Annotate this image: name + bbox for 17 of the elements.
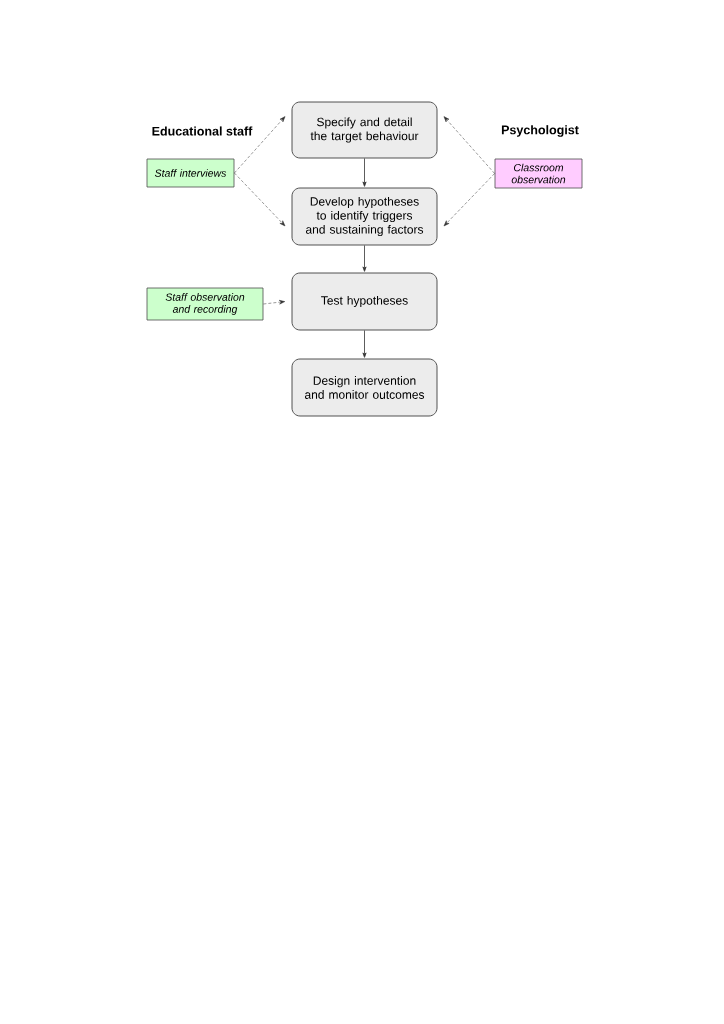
arrow xyxy=(362,158,367,187)
arrow xyxy=(443,173,495,227)
role-heading: Psychologist xyxy=(501,125,579,137)
arrow xyxy=(443,116,495,174)
process-box: Develop hypotheses to identify triggers and sustaining factors xyxy=(291,187,438,246)
process-box: Design intervention and monitor outcomes xyxy=(291,358,438,417)
arrow xyxy=(362,330,367,358)
process-box: Specify and detail the target behaviour xyxy=(291,101,438,159)
role-heading: Educational staff xyxy=(152,126,253,136)
source-box: Staff interviews xyxy=(146,158,235,188)
process-box: Test hypotheses xyxy=(291,272,438,331)
arrow xyxy=(234,172,286,227)
source-box: Staff observation and recording xyxy=(146,287,264,321)
arrow xyxy=(263,300,286,305)
arrow xyxy=(234,116,286,174)
source-box: Classroom observation xyxy=(494,158,583,189)
arrow xyxy=(362,245,367,272)
